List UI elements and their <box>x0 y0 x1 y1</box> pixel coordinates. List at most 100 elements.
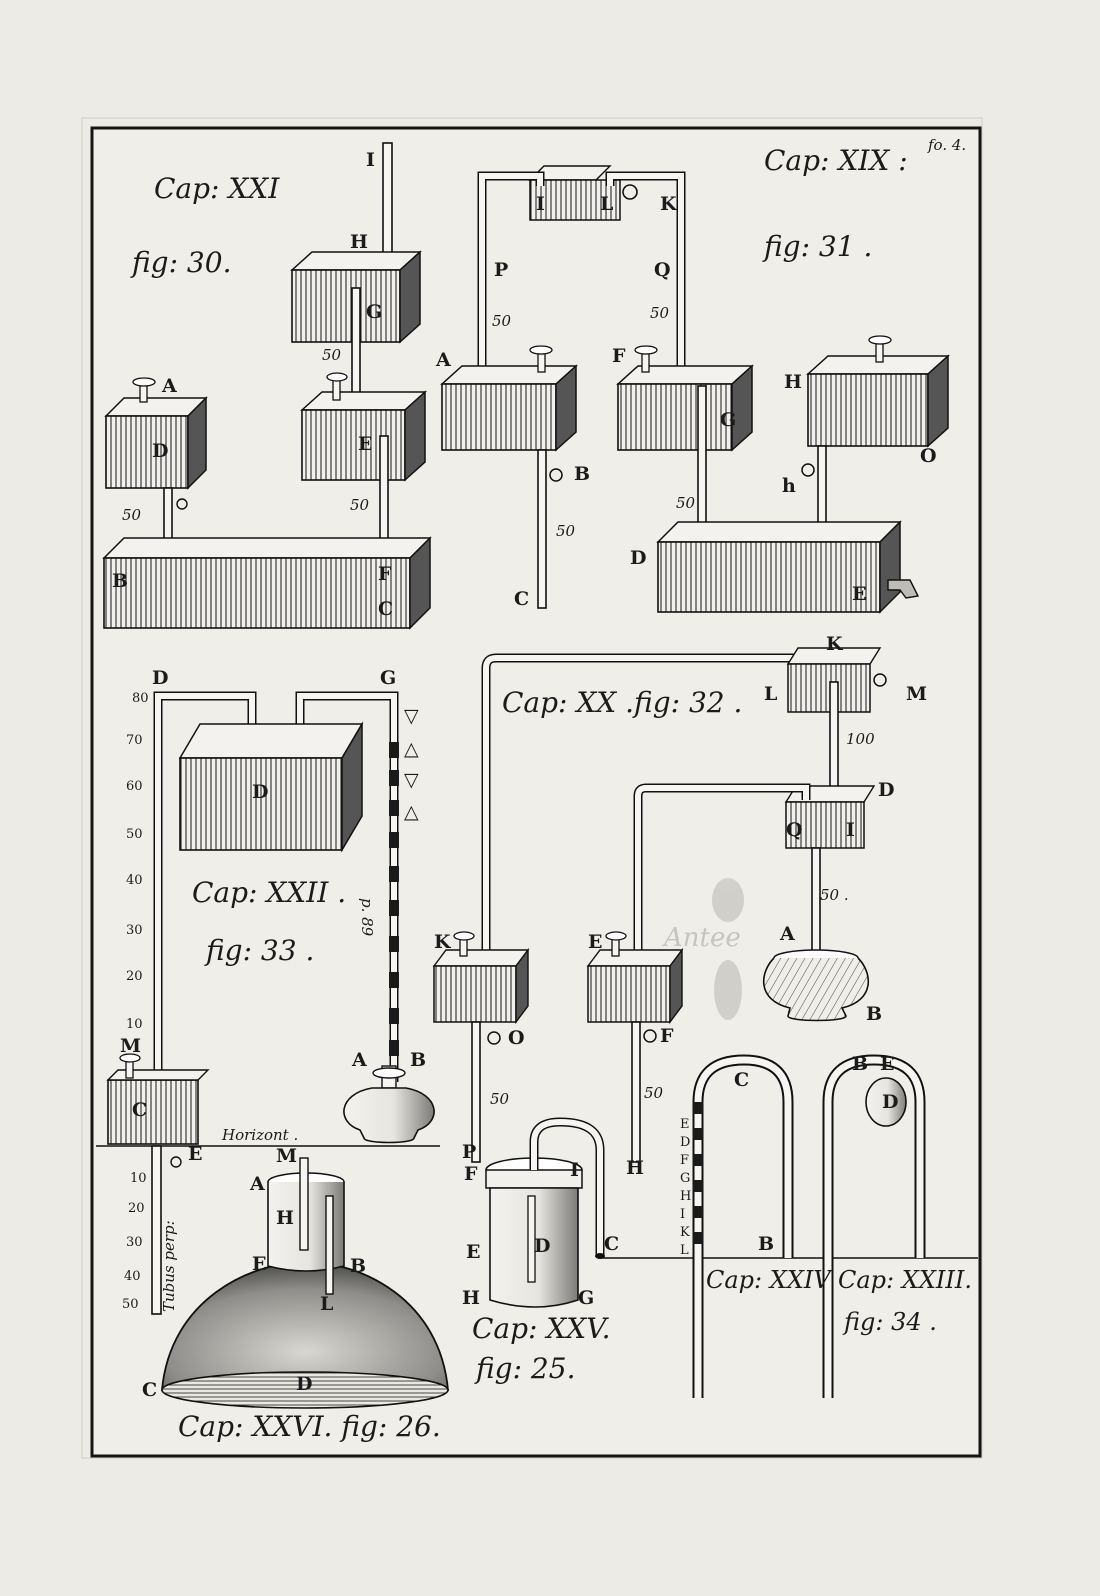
box-b-top <box>102 537 432 559</box>
mark-i: I <box>680 1207 685 1222</box>
label-50-c: 50 <box>322 346 342 364</box>
caption-cap22: Cap: XXII . <box>192 876 346 909</box>
label-b-23: B <box>852 1053 868 1075</box>
vessel-bowl <box>762 957 870 1022</box>
label-d: D <box>152 440 168 462</box>
caption-cap19: Cap: XIX : <box>764 144 908 177</box>
caption-cap20: Cap: XX .fig: 32 . <box>502 686 742 719</box>
funnel-k2-top <box>453 931 475 941</box>
figure-32: Cap: XX .fig: 32 . K <box>432 633 927 1179</box>
caption-cap24: Cap: XXIV <box>706 1266 833 1294</box>
label-e: E <box>466 1241 480 1263</box>
annotation-p89: p. 89 <box>358 898 376 937</box>
scale-down-30: 30 <box>126 1235 143 1250</box>
label-f: F <box>612 345 626 367</box>
label-50-p: 50 <box>492 312 512 330</box>
dome-base <box>161 1371 449 1409</box>
box-e <box>301 409 406 481</box>
box-k2-side <box>515 947 529 1025</box>
scale-down-10: 10 <box>130 1171 147 1186</box>
box-e-side <box>404 390 426 482</box>
box-a-side <box>555 364 577 452</box>
label-e: E <box>588 931 602 953</box>
label-l: L <box>320 1293 333 1315</box>
label-m: M <box>276 1145 297 1167</box>
label-g: G <box>578 1287 594 1309</box>
caption-cap26: Cap: XXVI. fig: 26. <box>178 1410 441 1443</box>
box-klm <box>787 663 871 713</box>
box-h-side <box>927 354 949 448</box>
box-d-side <box>341 721 363 853</box>
label-i: I <box>536 193 545 215</box>
label-c: C <box>734 1069 749 1091</box>
label-q: Q <box>786 819 803 841</box>
label-g: G <box>720 409 736 431</box>
label-d-23: D <box>882 1091 898 1113</box>
mark-f: F <box>680 1153 689 1168</box>
label-h: H <box>784 371 802 393</box>
figure-31-right: Cap: XIX : fig: 31 . H O h 50 D E <box>630 144 950 614</box>
box-a <box>441 383 557 451</box>
caption-fig30: fig: 30. <box>130 246 231 279</box>
label-a: A <box>249 1173 265 1195</box>
label-b: B <box>410 1049 426 1071</box>
tap-h-icon <box>801 463 815 477</box>
label-k: K <box>660 193 678 215</box>
pipe-i <box>382 142 393 264</box>
pipe-g <box>351 287 361 407</box>
label-b: B <box>866 1003 882 1025</box>
label-50-q: 50 <box>650 304 670 322</box>
label-o: O <box>508 1027 525 1049</box>
pipe-h <box>631 1021 641 1163</box>
funnel-e-top <box>326 372 348 382</box>
label-i: I <box>366 149 375 171</box>
tap-k-icon <box>622 184 638 200</box>
label-a: A <box>779 923 795 945</box>
pipe-g-down <box>697 385 707 533</box>
funnel-e-top <box>605 931 627 941</box>
label-50-b: 50 <box>350 496 370 514</box>
box-b-side <box>409 536 431 630</box>
funnel-m-top <box>119 1053 141 1063</box>
box-il <box>529 179 621 221</box>
graduation-marks <box>693 1102 703 1244</box>
figure-31-left: I L K P Q 50 50 A F G B 50 C <box>435 165 754 610</box>
tap-m-icon <box>873 673 887 687</box>
label-50-b: 50 <box>490 1090 510 1108</box>
label-b: B <box>112 570 128 592</box>
scale-70: 70 <box>126 733 143 748</box>
label-q: Q <box>654 259 671 281</box>
caption-cap21: Cap: XXI <box>154 172 280 205</box>
figure-25: F I E D C H G Cap: XXV. fig: 25. <box>462 1117 619 1385</box>
label-h: H <box>626 1157 644 1179</box>
box-g <box>617 383 733 451</box>
triangle-symbol-4: △ <box>404 801 419 823</box>
box-h-side <box>399 250 421 344</box>
caption-cap23: Cap: XXIII. <box>838 1266 972 1294</box>
scale-30: 30 <box>126 923 143 938</box>
label-c: C <box>378 598 393 620</box>
label-c: C <box>142 1379 157 1401</box>
mark-k: K <box>680 1225 690 1240</box>
jar-lid <box>485 1169 583 1189</box>
label-m: M <box>906 683 927 705</box>
caption-cap25: Cap: XXV. <box>472 1312 610 1345</box>
box-e-side <box>669 947 683 1025</box>
figure-33: ▽ △ ▽ △ 80 70 60 50 40 30 20 10 Cap: XXI… <box>96 667 440 1315</box>
label-h: H <box>350 231 368 253</box>
label-b: B <box>574 463 590 485</box>
label-h: H <box>276 1207 294 1229</box>
caption-fig25: fig: 25. <box>474 1352 575 1385</box>
box-c-top <box>106 1069 210 1081</box>
label-a: A <box>435 349 451 371</box>
annotation-horizont: Horizont . <box>221 1126 298 1144</box>
label-e: E <box>358 433 372 455</box>
mark-l: L <box>680 1243 689 1258</box>
box-d <box>785 801 865 849</box>
label-h: H <box>462 1287 480 1309</box>
vessel-body <box>343 1087 435 1144</box>
label-e: E <box>188 1143 202 1165</box>
label-c: C <box>132 1099 147 1121</box>
label-b: B <box>350 1255 366 1277</box>
label-a: A <box>161 375 177 397</box>
